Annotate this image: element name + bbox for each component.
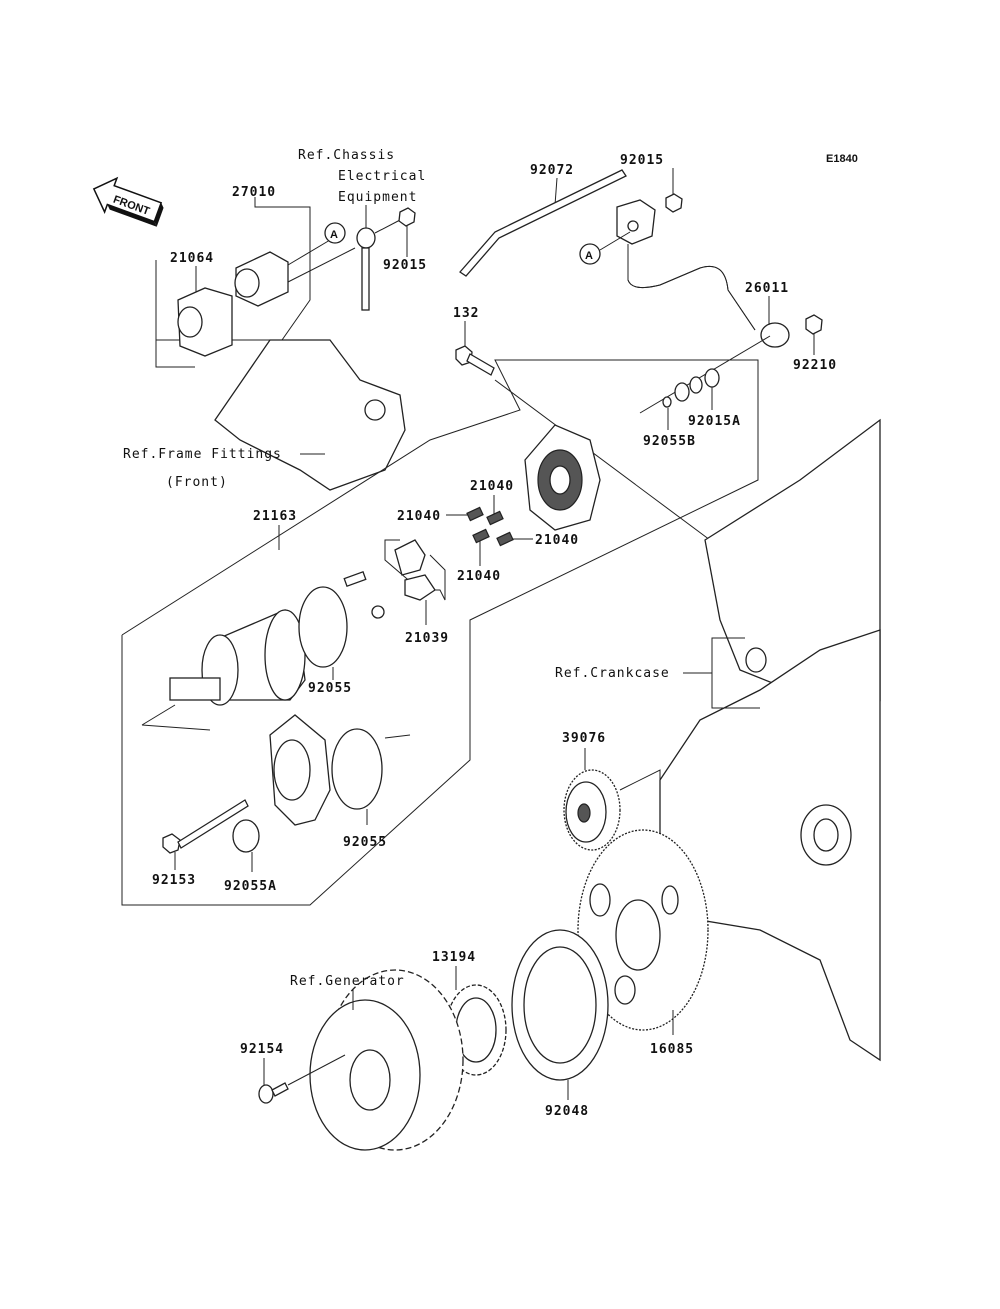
part-label-92072: 92072 (530, 163, 574, 178)
part-label-92015-left: 92015 (383, 258, 427, 273)
part-label-92055-bottom: 92055 (343, 835, 387, 850)
ref-generator-label: Ref.Generator (290, 974, 405, 989)
bracket-27010 (156, 197, 311, 341)
part-label-39076: 39076 (562, 731, 606, 746)
collar-part (674, 382, 690, 402)
callout-a-marker-left (324, 222, 346, 244)
starter-end-cover-part (524, 424, 601, 531)
crankcase-part (659, 418, 881, 1062)
washer-part (689, 376, 703, 394)
part-label-92153: 92153 (152, 873, 196, 888)
part-label-92015A: 92015A (688, 414, 741, 429)
frame-fitting-part (214, 339, 406, 491)
oring-92055-top-part (298, 586, 348, 668)
starter-motor-part (141, 609, 306, 731)
starter-cable-part (616, 199, 790, 348)
nut-92015-right-part (665, 193, 683, 213)
brush-holder-part (343, 539, 436, 619)
starter-clutch-outer-part (511, 929, 609, 1081)
nut-92015-part (398, 207, 416, 227)
oring-92055a-part (232, 819, 260, 853)
terminal-part (356, 227, 376, 311)
svg-text:A: A (330, 229, 338, 241)
relay-rubber-part (177, 287, 233, 357)
part-label-92055A: 92055A (224, 879, 277, 894)
part-label-92048: 92048 (545, 1104, 589, 1119)
callout-a-marker-right (579, 243, 601, 265)
ref-chassis-label-3: Equipment (338, 190, 417, 205)
part-label-21040-bottom: 21040 (457, 569, 501, 584)
part-label-92055-top: 92055 (308, 681, 352, 696)
idle-gear-part (563, 769, 621, 851)
part-label-21040-left: 21040 (397, 509, 441, 524)
part-label-132: 132 (453, 306, 479, 321)
brush-springs-part (466, 506, 514, 547)
generator-rotor-part (309, 969, 464, 1151)
part-label-21039: 21039 (405, 631, 449, 646)
part-label-21064: 21064 (170, 251, 214, 266)
part-label-21040-right: 21040 (535, 533, 579, 548)
part-label-13194: 13194 (432, 950, 476, 965)
bolt-132-part (455, 345, 495, 376)
part-label-92055B: 92055B (643, 434, 696, 449)
svg-text:A: A (585, 250, 593, 262)
ref-frame-fittings-label: Ref.Frame Fittings (123, 447, 282, 462)
starter-front-cover-part (269, 714, 331, 826)
starter-relay-part (234, 239, 356, 307)
ref-crankcase-label: Ref.Crankcase (555, 666, 670, 681)
part-label-16085: 16085 (650, 1042, 694, 1057)
front-arrow-icon: FRONT (92, 176, 164, 227)
long-bolt-92153-part (162, 799, 249, 854)
part-label-92210: 92210 (793, 358, 837, 373)
oring-92055-bottom-part (331, 728, 383, 810)
part-label-21163: 21163 (253, 509, 297, 524)
part-label-21040-top: 21040 (470, 479, 514, 494)
cable-tie-part (459, 169, 627, 277)
nut-92210-part (805, 314, 823, 335)
ref-chassis-label-2: Electrical (338, 169, 426, 184)
starter-clutch-gear-part (577, 829, 709, 1031)
part-label-92154: 92154 (240, 1042, 284, 1057)
diagram-code: E1840 (826, 153, 858, 165)
part-label-92015-right: 92015 (620, 153, 664, 168)
part-label-27010: 27010 (232, 185, 276, 200)
bolt-92154-part (258, 1082, 289, 1104)
ref-frame-fittings-label-2: (Front) (166, 475, 228, 490)
ref-chassis-label: Ref.Chassis (298, 148, 395, 163)
part-label-26011: 26011 (745, 281, 789, 296)
bracket-21163 (121, 359, 759, 906)
nut-92015a-part (704, 368, 720, 388)
oring-92055b-part (662, 396, 672, 408)
